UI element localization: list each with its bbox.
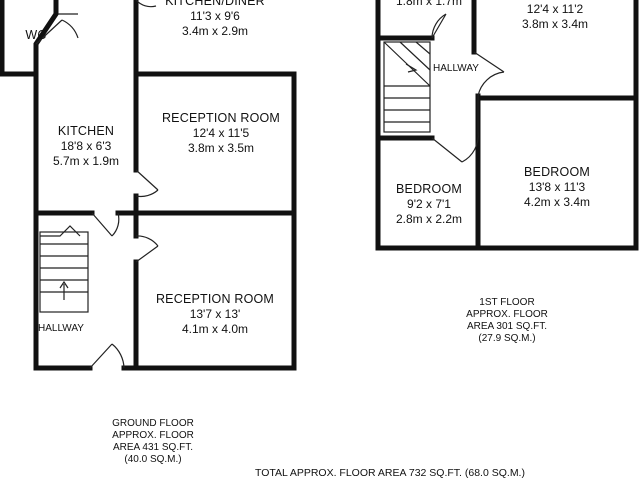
room-name: BEDROOM: [396, 182, 462, 196]
room-name: HALLWAY: [433, 63, 479, 74]
first-floor-stairs: [383, 41, 431, 133]
room-name: BEDROOM: [524, 165, 590, 179]
ground-floor-caption: GROUND FLOOR APPROX. FLOOR AREA 431 SQ.F…: [98, 418, 208, 466]
room-label-reception-1: RECEPTION ROOM 12'4 x 11'5 3.8m x 3.5m: [146, 111, 296, 156]
room-name: RECEPTION ROOM: [155, 292, 275, 306]
room-label-bedroom-small: BEDROOM 9'2 x 7'1 2.8m x 2.2m: [382, 182, 476, 227]
room-name: KITCHEN/DINER: [165, 0, 265, 8]
caption-line: (27.9 SQ.M.): [478, 333, 536, 344]
caption-line: AREA 431 SQ.FT.: [112, 442, 194, 453]
room-metric: 4.1m x 4.0m: [181, 322, 249, 336]
caption-line: APPROX. FLOOR: [466, 309, 548, 320]
room-metric: 3.8m x 3.4m: [521, 17, 589, 31]
ground-floor-doors: [35, 0, 159, 369]
room-imperial: 13'7 x 13': [189, 307, 241, 321]
room-metric: 3.4m x 2.9m: [181, 24, 249, 38]
room-imperial: 13'8 x 11'3: [528, 180, 586, 194]
caption-line: GROUND FLOOR: [112, 418, 194, 429]
room-name: HALLWAY: [38, 323, 84, 334]
room-imperial: 12'4 x 11'5: [192, 126, 250, 140]
room-name: KITCHEN: [57, 124, 115, 138]
room-imperial: 18'8 x 6'3: [60, 139, 112, 153]
total-text: TOTAL APPROX. FLOOR AREA 732 SQ.FT. (68.…: [255, 467, 525, 479]
first-floor-doors: [431, 13, 505, 163]
room-label-hallway-first: HALLWAY: [433, 63, 479, 74]
total-floor-area: TOTAL APPROX. FLOOR AREA 732 SQ.FT. (68.…: [220, 467, 560, 479]
room-name: RECEPTION ROOM: [161, 111, 281, 125]
room-metric: 2.8m x 2.2m: [395, 212, 463, 226]
caption-line: APPROX. FLOOR: [112, 430, 194, 441]
room-imperial: 12'4 x 11'2: [526, 2, 584, 16]
room-metric: 3.8m x 3.5m: [187, 141, 255, 155]
room-imperial: 9'2 x 7'1: [407, 197, 451, 211]
room-imperial: 11'3 x 9'6: [190, 9, 240, 23]
caption-line: (40.0 SQ.M.): [124, 454, 182, 465]
room-metric: 5.7m x 1.9m: [52, 154, 120, 168]
room-label-kitchen-diner: KITCHEN/DINER 11'3 x 9'6 3.4m x 2.9m: [140, 0, 290, 39]
room-label-first-top-left: 1.8m x 1.7m: [384, 0, 474, 9]
room-label-first-top-right: 12'4 x 11'2 3.8m x 3.4m: [480, 2, 630, 32]
room-name: WC: [25, 28, 47, 42]
room-label-wc: WC: [16, 28, 56, 43]
ground-floor-walls: [0, 0, 297, 371]
caption-line: 1ST FLOOR: [479, 297, 535, 308]
ground-floor-stairs: [39, 225, 89, 313]
first-floor-caption: 1ST FLOOR APPROX. FLOOR AREA 301 SQ.FT. …: [452, 297, 562, 345]
first-floor-walls: [375, 0, 639, 251]
room-metric: 1.8m x 1.7m: [395, 0, 463, 8]
room-metric: 4.2m x 3.4m: [523, 195, 591, 209]
room-label-bedroom-large: BEDROOM 13'8 x 11'3 4.2m x 3.4m: [482, 165, 632, 210]
room-label-reception-2: RECEPTION ROOM 13'7 x 13' 4.1m x 4.0m: [140, 292, 290, 337]
caption-line: AREA 301 SQ.FT.: [466, 321, 548, 332]
room-label-kitchen: KITCHEN 18'8 x 6'3 5.7m x 1.9m: [40, 124, 132, 169]
room-label-hallway-ground: HALLWAY: [38, 323, 84, 334]
